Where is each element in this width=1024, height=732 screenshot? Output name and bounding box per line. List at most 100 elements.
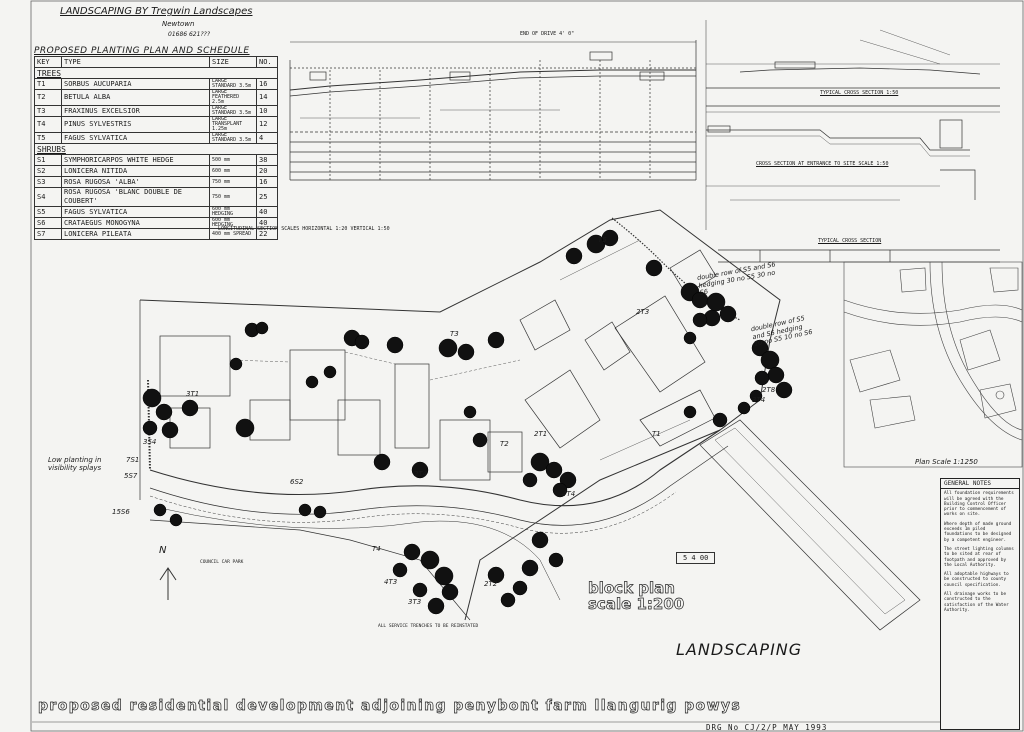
landscaping-word: LANDSCAPING: [676, 640, 803, 659]
col-type: TYPE: [61, 56, 210, 68]
tree-canopy: [229, 357, 243, 371]
shrub-no: 25: [256, 187, 278, 207]
tree-canopy: [161, 421, 179, 439]
typical-cross-top-label: TYPICAL CROSS SECTION 1:50: [820, 90, 899, 96]
general-notes-p5: All drainage works to be constructed to …: [944, 592, 1009, 613]
tree-canopy: [719, 305, 737, 323]
tree-label: T3: [450, 330, 459, 338]
tree-canopy: [683, 405, 697, 419]
project-title: proposed residential development adjoini…: [38, 698, 742, 715]
tree-size: LARGE STANDARD 3.5m: [209, 105, 257, 117]
tree-canopy: [255, 321, 269, 335]
tree-canopy: [749, 389, 763, 403]
tree-canopy: [457, 343, 475, 361]
designer-credit: LANDSCAPING BY Tregwin Landscapes: [60, 6, 253, 17]
block-plan-line1: block plan: [588, 579, 676, 597]
tree-canopy: [775, 381, 793, 399]
tree-key: T1: [34, 78, 62, 90]
tree-label: 2T2: [484, 580, 498, 588]
trees-heading: TREES: [34, 67, 278, 79]
tree-canopy: [521, 559, 539, 577]
shrub-no: 16: [256, 176, 278, 188]
longitudinal-section: [289, 40, 697, 181]
shrub-type: ROSA RUGOSA 'BLANC DOUBLE DE COUBERT': [61, 187, 210, 207]
tree-canopy: [530, 452, 550, 472]
location-plan-label: Plan Scale 1:1250: [915, 458, 978, 466]
shrub-no: 22: [256, 228, 278, 240]
tree-label: T1: [652, 430, 661, 438]
tree-label: 3T3: [408, 598, 422, 606]
tree-label: 7S1: [126, 456, 140, 464]
tree-canopy: [235, 418, 255, 438]
tree-canopy: [153, 503, 167, 517]
tree-canopy: [512, 580, 528, 596]
shrub-size: 750 mm: [209, 187, 257, 207]
tree-canopy: [565, 247, 583, 265]
shrub-key: S7: [34, 228, 62, 240]
col-key: KEY: [34, 56, 62, 68]
cross-entrance-label: CROSS SECTION AT ENTRANCE TO SITE SCALE …: [756, 161, 889, 167]
tree-label: 2T8: [762, 386, 776, 394]
tree-label: 2T4: [414, 470, 428, 478]
tree-canopy: [751, 339, 769, 357]
shrub-key: S2: [34, 165, 62, 177]
tree-canopy: [411, 461, 429, 479]
tree-label: T5: [598, 236, 607, 244]
sheet-border: [30, 0, 1024, 732]
general-notes-p1: All foundation requirements will be agre…: [944, 491, 1014, 518]
shrub-type: LONICERA NITIDA: [61, 165, 210, 177]
tree-size: LARGE STANDARD 3.5m: [209, 132, 257, 144]
tree-canopy: [500, 592, 516, 608]
drive-end-note: END OF DRIVE 4' 0": [520, 31, 575, 37]
tree-label: 3S4: [143, 438, 157, 446]
shrubs-heading: SHRUBS: [34, 143, 278, 155]
tree-canopy: [392, 562, 408, 578]
shrub-no: 38: [256, 154, 278, 166]
block-plan-line2: scale 1:200: [588, 595, 685, 613]
general-notes-p2: Where depth of made ground exceeds 1m pi…: [944, 521, 1012, 543]
received-stamp: 5 4 00: [676, 552, 716, 564]
typical-cross-section-top: [705, 20, 1000, 230]
shrub-key: S6: [34, 217, 62, 229]
block-plan: [139, 209, 921, 631]
shrub-type: FAGUS SYLVATICA: [61, 206, 210, 218]
tree-type: PINUS SYLVESTRIS: [61, 116, 210, 133]
tree-canopy: [712, 412, 728, 428]
tree-label: T4: [372, 545, 381, 553]
tree-no: 16: [256, 78, 278, 90]
tree-canopy: [142, 420, 158, 436]
tree-canopy: [441, 583, 459, 601]
shrub-key: S5: [34, 206, 62, 218]
block-plan-title: block plan scale 1:200: [588, 579, 685, 613]
drawing-number: DRG No CJ/2/P MAY 1993: [706, 723, 828, 732]
tree-canopy: [601, 229, 619, 247]
tree-canopy: [412, 582, 428, 598]
tree-label: 2T1: [534, 430, 548, 438]
schedule-header-row: KEY TYPE SIZE NO.: [34, 56, 278, 68]
general-notes-panel: GENERAL NOTES All foundation requirement…: [940, 478, 1020, 730]
general-notes-p3: The street lighting columns to be sited …: [944, 546, 1014, 568]
tree-key: T5: [34, 132, 62, 144]
tree-canopy: [373, 453, 391, 471]
shrub-size: 600 mm HEDGING: [209, 217, 257, 229]
tree-key: T4: [34, 116, 62, 133]
tree-canopy: [181, 399, 199, 417]
shrub-size: 600 mm: [209, 165, 257, 177]
tree-canopy: [313, 505, 327, 519]
shrub-key: S1: [34, 154, 62, 166]
col-no: NO.: [256, 56, 278, 68]
tree-canopy: [354, 334, 370, 350]
col-size: SIZE: [209, 56, 257, 68]
longitudinal-section-label: LONGITUDINAL SECTION SCALES HORIZONTAL 1…: [218, 226, 390, 232]
